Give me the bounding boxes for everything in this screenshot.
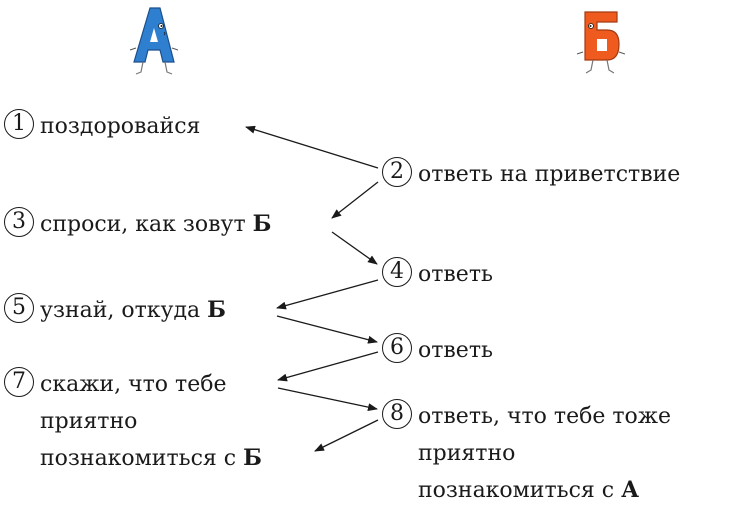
step-2: 2 ответь на приветствие bbox=[382, 156, 680, 193]
arrow-4-to-5 bbox=[276, 279, 379, 310]
step-number-circle: 5 bbox=[4, 293, 34, 323]
arrow-8-to-7 bbox=[314, 419, 379, 452]
character-a-mascot bbox=[128, 4, 179, 76]
arrow-3-to-4 bbox=[331, 231, 378, 265]
step-text: скажи, что тебе приятно познакомиться с … bbox=[40, 366, 262, 477]
step-8: 8 ответь, что тебе тоже приятно познаком… bbox=[382, 398, 671, 509]
step-number-circle: 8 bbox=[382, 399, 412, 429]
step-text-line: скажи, что тебе bbox=[40, 372, 227, 397]
step-7: 7 скажи, что тебе приятно познакомиться … bbox=[4, 366, 262, 477]
step-text-line: приятно bbox=[40, 409, 138, 434]
step-4: 4 ответь bbox=[382, 256, 493, 293]
step-number-circle: 3 bbox=[4, 207, 34, 237]
step-5: 5 узнай, откуда Б bbox=[4, 292, 226, 329]
step-text: поздоровайся bbox=[40, 114, 201, 139]
step-text: ответь, что тебе тоже приятно познакомит… bbox=[418, 398, 671, 509]
step-number-circle: 7 bbox=[4, 367, 34, 397]
step-text: ответь bbox=[418, 338, 493, 363]
step-text-line: познакомиться с А bbox=[418, 477, 640, 503]
step-number-circle: 4 bbox=[382, 257, 412, 287]
step-6: 6 ответь bbox=[382, 332, 493, 369]
step-number-circle: 6 bbox=[382, 333, 412, 363]
arrow-5-to-6 bbox=[276, 315, 378, 344]
step-1: 1 поздоровайся bbox=[4, 108, 200, 145]
letter-b-character-icon bbox=[576, 11, 626, 74]
letter-a-character-icon bbox=[129, 7, 179, 75]
arrow-6-to-7 bbox=[277, 351, 379, 382]
arrow-7-to-8 bbox=[277, 387, 378, 412]
arrow-2-to-1 bbox=[245, 125, 379, 169]
step-text: ответь bbox=[418, 262, 493, 287]
step-number-circle: 1 bbox=[4, 109, 34, 139]
step-text: спроси, как зовут Б bbox=[40, 211, 272, 237]
step-text-line: познакомиться с Б bbox=[40, 445, 262, 471]
step-3: 3 спроси, как зовут Б bbox=[4, 206, 271, 243]
arrow-2-to-3 bbox=[331, 181, 379, 219]
step-text: узнай, откуда Б bbox=[40, 297, 226, 323]
step-text-line: приятно bbox=[418, 441, 516, 466]
step-number-circle: 2 bbox=[382, 157, 412, 187]
step-text: ответь на приветствие bbox=[418, 162, 681, 187]
step-text-line: ответь, что тебе тоже bbox=[418, 404, 672, 429]
character-b-mascot bbox=[575, 4, 626, 76]
